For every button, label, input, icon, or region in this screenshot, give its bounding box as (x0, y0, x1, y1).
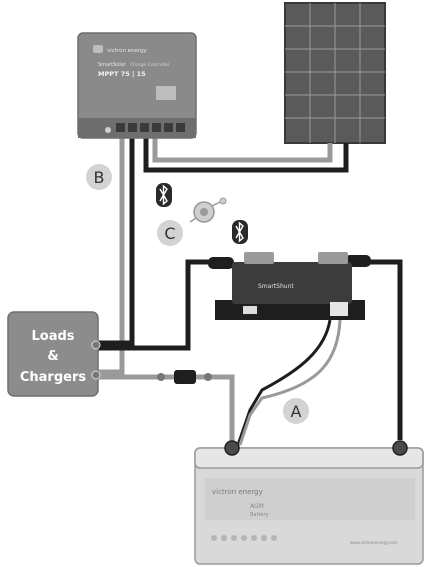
pv-cable-gray (152, 138, 333, 163)
label-c-badge (157, 220, 183, 246)
loads-neg-to-battery (98, 374, 235, 445)
loads-line2: & (47, 349, 58, 364)
controller-model: MPPT 75 | 15 (98, 70, 146, 79)
label-c: C (164, 224, 175, 243)
loads-line3: Chargers (20, 370, 87, 385)
battery-type-line2: Battery (250, 512, 269, 518)
battery-website: www.victronenergy.com (350, 540, 398, 545)
controller-subtitle: Charge Controller (130, 62, 170, 68)
battery-pos-terminal (392, 440, 408, 456)
shunt-name: SmartShunt (258, 283, 294, 290)
battery-type-line1: AGM (250, 503, 264, 510)
controller-brand: victron energy (107, 48, 148, 54)
bluetooth-icon (232, 220, 248, 244)
bluetooth-icon (156, 183, 172, 207)
shunt-to-battery-pos (355, 259, 403, 440)
battery (194, 440, 424, 565)
mppt-controller (77, 32, 197, 139)
loads-line1: Loads (31, 329, 74, 344)
pv-cable-black (143, 138, 349, 173)
controller-product-line: SmartSolar (98, 62, 127, 68)
label-b-badge (86, 164, 112, 190)
battery-brand: victron energy (212, 488, 263, 496)
sense-cable-gray (238, 319, 342, 446)
display-icon (156, 86, 176, 100)
label-a-badge (283, 398, 309, 424)
fuse (157, 370, 212, 384)
label-a: A (291, 402, 302, 421)
battery-neg-terminal (224, 440, 240, 456)
controller-pos-cable (98, 138, 135, 346)
solar-panel (284, 2, 386, 144)
sense-cable-black (236, 319, 332, 446)
loads-box (7, 311, 101, 397)
ve-direct-dongle-icon (189, 197, 227, 223)
smart-shunt (208, 252, 371, 320)
brand-logo-icon (93, 45, 103, 53)
loads-pos-to-battery (98, 259, 232, 351)
label-b: B (94, 168, 105, 187)
controller-neg-cable (98, 138, 125, 375)
